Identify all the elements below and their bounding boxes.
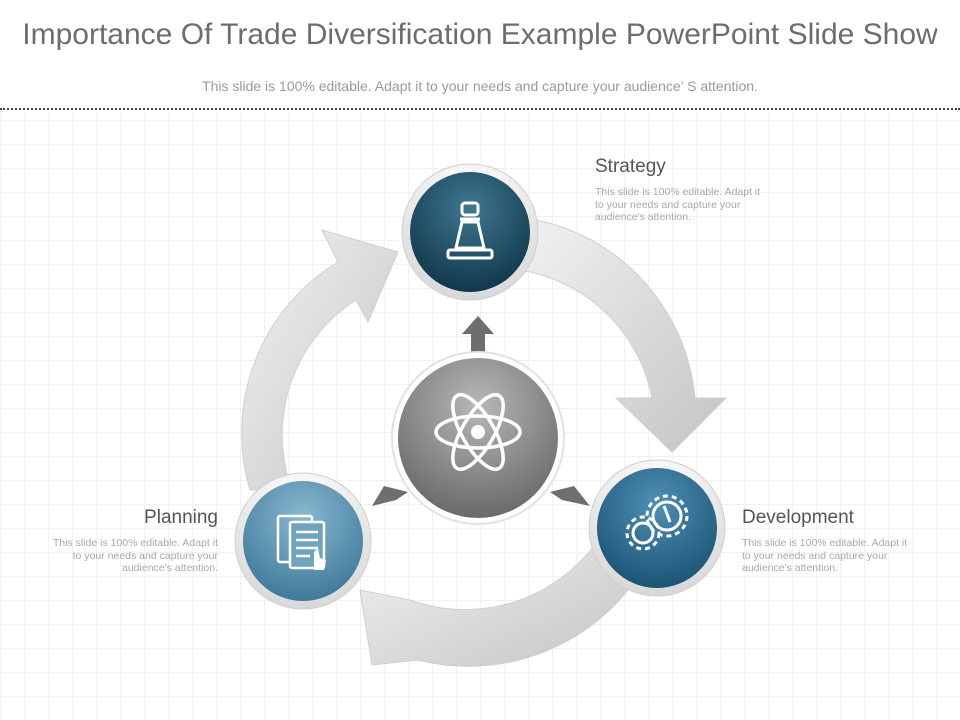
development-description-line: to your needs and capture your [742, 549, 888, 562]
planning-description-line: audience's attention. [122, 562, 218, 574]
planning-heading: Planning [144, 507, 218, 528]
title-band [0, 0, 960, 108]
arrow-strategy-to-development [519, 217, 728, 453]
development-description-line: audience's attention. [742, 562, 838, 574]
atom-icon [434, 393, 522, 471]
strategy-circle [401, 163, 539, 301]
development-heading: Development [742, 507, 854, 528]
strategy-description: This slide is 100% editable. Adapt it to… [595, 186, 805, 224]
strategy-description-line: to your needs and capture your [595, 198, 741, 211]
document-list-icon [276, 514, 326, 570]
planning-description-line: to your needs and capture your [72, 549, 218, 562]
center-circle [391, 351, 565, 525]
development-description: This slide is 100% editable. Adapt it to… [742, 537, 952, 575]
page-subtitle: This slide is 100% editable. Adapt it to… [202, 78, 758, 94]
gears-icon [625, 494, 689, 551]
planning-circle [234, 472, 372, 610]
strategy-description-line: This slide is 100% editable. Adapt it [595, 186, 761, 198]
development-description-line: This slide is 100% editable. Adapt it [742, 537, 908, 549]
strategy-heading: Strategy [595, 156, 666, 177]
title-divider [0, 108, 960, 110]
arrow-development-to-planning [359, 539, 633, 667]
arrow-planning-to-strategy [241, 229, 399, 491]
planning-description: This slide is 100% editable. Adapt it to… [10, 537, 218, 575]
planning-description-line: This slide is 100% editable. Adapt it [52, 537, 218, 549]
chess-pawn-icon [446, 201, 494, 260]
development-circle [588, 459, 726, 597]
strategy-description-line: audience's attention. [595, 211, 691, 223]
page-title: Importance Of Trade Diversification Exam… [22, 18, 938, 51]
